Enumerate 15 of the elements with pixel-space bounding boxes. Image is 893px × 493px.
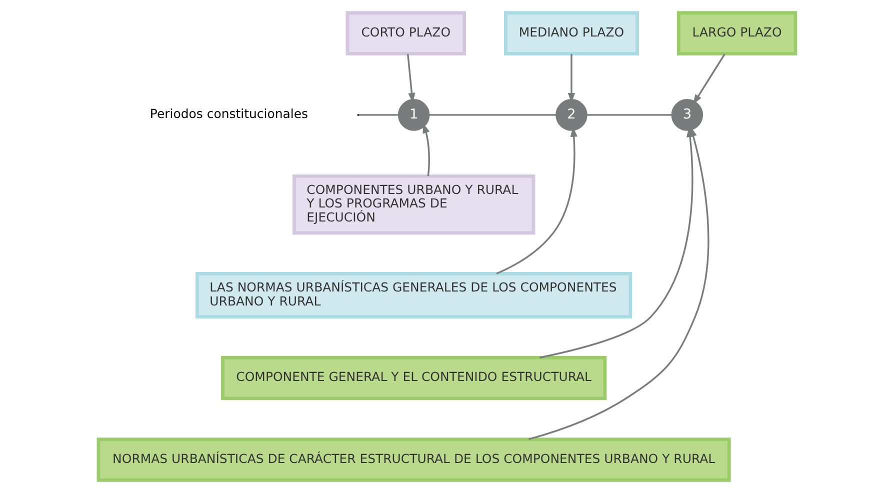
connector [358,114,400,116]
node-box: COMPONENTES URBANO Y RURAL Y LOS PROGRAMAS DE EJECUCIÓN [292,174,535,235]
node-box: MEDIANO PLAZO [504,11,638,56]
node-box: COMPONENTE GENERAL Y EL CONTENIDO ESTRUCTURAL [220,356,606,400]
node-circle: 3 [670,99,703,131]
connector [428,114,556,116]
node-box: LAS NORMAS URBANÍSTICAS GENERALES DE LOS COMPONENTES URBANO Y RURAL [195,272,632,319]
node-box: CORTO PLAZO [345,11,466,56]
node-box: LARGO PLAZO [676,11,797,56]
arrow [692,54,725,105]
node-circle: 1 [397,99,430,131]
connector [585,114,672,116]
node-circle: 2 [555,99,587,131]
label: Periodos constitucionales [149,106,308,122]
node-box: NORMAS URBANÍSTICAS DE CARÁCTER ESTRUCTURAL DE LOS COMPONENTES URBANO Y RURAL [96,438,730,482]
